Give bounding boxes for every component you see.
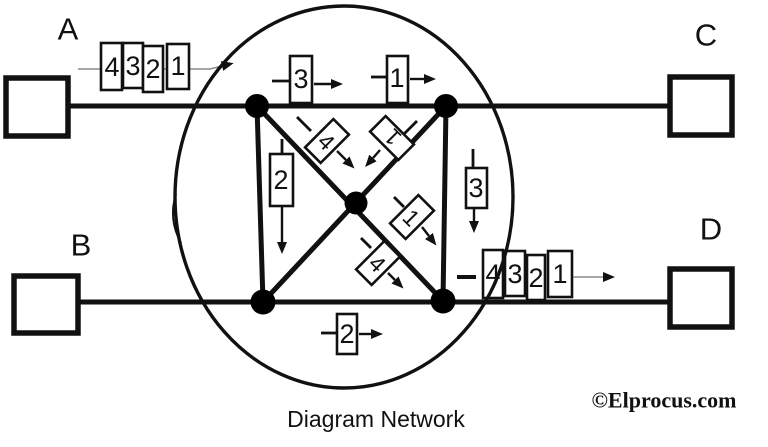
host-b-label: B: [71, 228, 92, 263]
d-train-packet-4-box: [481, 248, 505, 300]
a-train-packet-1-box: [165, 42, 191, 91]
packet-diag-br-trail-box: [354, 239, 402, 287]
packet-bottom-box: [335, 312, 359, 356]
host-d-label: D: [700, 212, 722, 247]
packet-left-digit: 2: [273, 165, 288, 195]
packet-diag-tl-dash: [296, 116, 312, 132]
host-c-label: C: [695, 18, 717, 53]
packet-diag-tl-arrow: [336, 150, 355, 169]
a-train-packet-2-digit: 2: [145, 54, 160, 84]
packet-diag-tl-box: [303, 117, 351, 165]
d-train-packet-1-digit: 1: [552, 259, 567, 289]
host-b-box: [11, 273, 81, 336]
switch-node-bottom-right: [430, 288, 456, 314]
a-train-packet-4-digit: 4: [104, 52, 119, 82]
host-a-box: [3, 75, 71, 139]
packet-left-box: [268, 152, 295, 208]
switch-link-left-edge: [254, 103, 266, 305]
stray-arc-fragment: [171, 193, 182, 244]
packet-bottom-digit: 2: [339, 319, 354, 349]
host-c-box: [667, 74, 735, 138]
a-train-packet-2-box: [141, 44, 165, 94]
d-train-packet-2-box: [525, 253, 547, 302]
packet-diag-br-trail-dash: [360, 237, 372, 249]
switch-node-top-left: [245, 94, 269, 118]
packet-diag-tr-dash: [403, 120, 418, 135]
packet-diag-br-trail-box-group: 4: [354, 239, 402, 287]
packet-diag-tr-box-group: 1: [368, 114, 416, 162]
packet-right-digit: 3: [468, 173, 483, 203]
switch-node-bottom-left: [250, 289, 276, 315]
diagram-caption: Diagram Network: [287, 406, 465, 432]
packet-diag-br-lead-arrow: [421, 226, 437, 246]
switch-node-center: [344, 191, 368, 215]
packet-top-left-box: [288, 54, 314, 105]
d-train-packet-3-digit: 3: [507, 259, 522, 289]
packet-right-box: [464, 166, 489, 210]
host-d-box: [667, 266, 735, 330]
packet-top-right-digit: 1: [389, 63, 404, 93]
switch-link-right-edge: [440, 103, 449, 304]
watermark-text: ©Elprocus.com: [592, 388, 737, 413]
d-train-packet-3-box: [503, 249, 527, 298]
d-train-packet-1-box: [546, 249, 574, 299]
packet-diag-br-trail-arrow: [387, 272, 404, 289]
packet-top-right-box: [385, 54, 410, 105]
packet-diag-tr-arrow: [365, 149, 381, 168]
a-train-packet-1-digit: 1: [170, 51, 185, 81]
packet-diag-br-lead-dash: [393, 196, 405, 208]
packet-top-left-digit: 3: [293, 64, 308, 94]
packet-diag-br-lead-box: [388, 193, 436, 241]
switch-node-top-right: [434, 94, 458, 118]
packet-diag-tr-box: [368, 114, 416, 162]
a-train-packet-3-digit: 3: [125, 51, 140, 81]
host-a-label: A: [58, 12, 79, 47]
d-train-packet-2-digit: 2: [528, 263, 543, 293]
